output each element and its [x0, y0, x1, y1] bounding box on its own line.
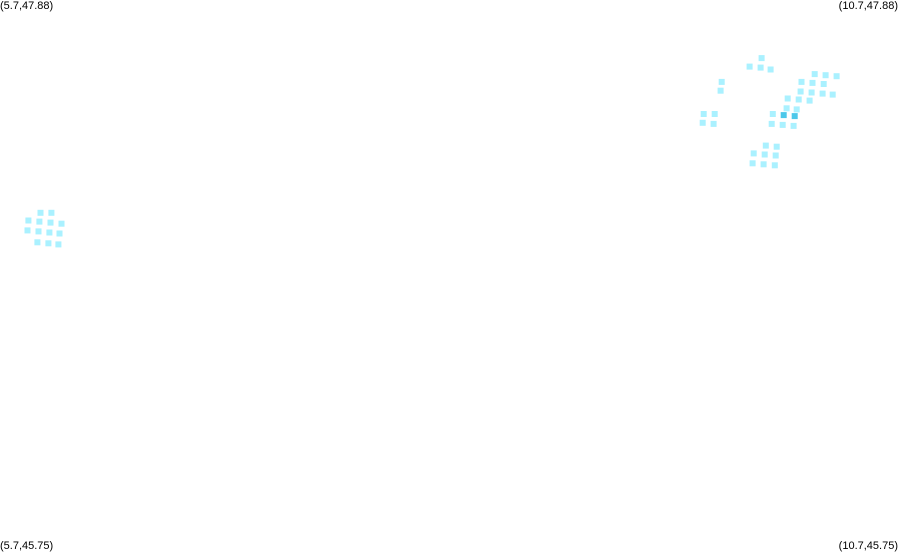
data-point	[829, 91, 836, 98]
data-point	[25, 217, 32, 224]
data-point	[797, 88, 804, 95]
data-point	[35, 228, 42, 235]
data-point	[811, 71, 818, 78]
data-point	[37, 209, 44, 216]
data-point	[717, 87, 724, 94]
data-point	[761, 151, 768, 158]
data-point	[711, 111, 718, 117]
data-point	[710, 120, 717, 127]
data-point	[757, 64, 764, 71]
data-point	[767, 66, 774, 73]
data-point	[779, 121, 786, 128]
data-point	[820, 81, 827, 87]
corner-coordinate-top-left: (5.7,47.88)	[0, 0, 54, 12]
data-point	[768, 120, 775, 127]
corner-coordinate-bottom-right: (10.7,45.75)	[838, 540, 898, 552]
data-point	[806, 97, 813, 104]
data-point	[772, 152, 779, 159]
data-point	[47, 219, 54, 226]
data-point	[46, 229, 53, 236]
data-point	[819, 90, 826, 97]
data-point	[58, 220, 65, 227]
data-point	[45, 240, 52, 247]
data-point	[791, 113, 798, 120]
data-point	[48, 209, 55, 216]
data-point	[56, 230, 63, 237]
data-point	[808, 89, 815, 96]
data-point	[809, 79, 816, 86]
data-point	[749, 160, 756, 167]
data-point	[795, 96, 802, 103]
data-point	[798, 78, 805, 85]
corner-coordinate-top-right: (10.7,47.88)	[838, 0, 898, 12]
data-point	[718, 78, 725, 85]
data-point	[34, 239, 41, 246]
data-point	[24, 227, 31, 234]
data-point	[760, 161, 767, 168]
data-point	[833, 73, 840, 80]
data-point	[758, 55, 765, 62]
data-point	[783, 105, 790, 112]
data-point	[699, 119, 706, 126]
data-point	[700, 111, 707, 117]
data-point	[746, 63, 753, 70]
data-point	[36, 218, 43, 225]
data-point	[750, 150, 757, 157]
data-point	[790, 122, 797, 129]
data-point	[822, 72, 829, 79]
data-point	[780, 112, 787, 119]
data-point	[773, 143, 780, 150]
data-point	[769, 111, 776, 117]
corner-coordinate-bottom-left: (5.7,45.75)	[0, 540, 54, 552]
data-point	[771, 162, 778, 169]
data-point	[784, 95, 791, 102]
data-point	[55, 241, 62, 248]
data-point	[793, 106, 800, 113]
data-point	[762, 142, 769, 149]
